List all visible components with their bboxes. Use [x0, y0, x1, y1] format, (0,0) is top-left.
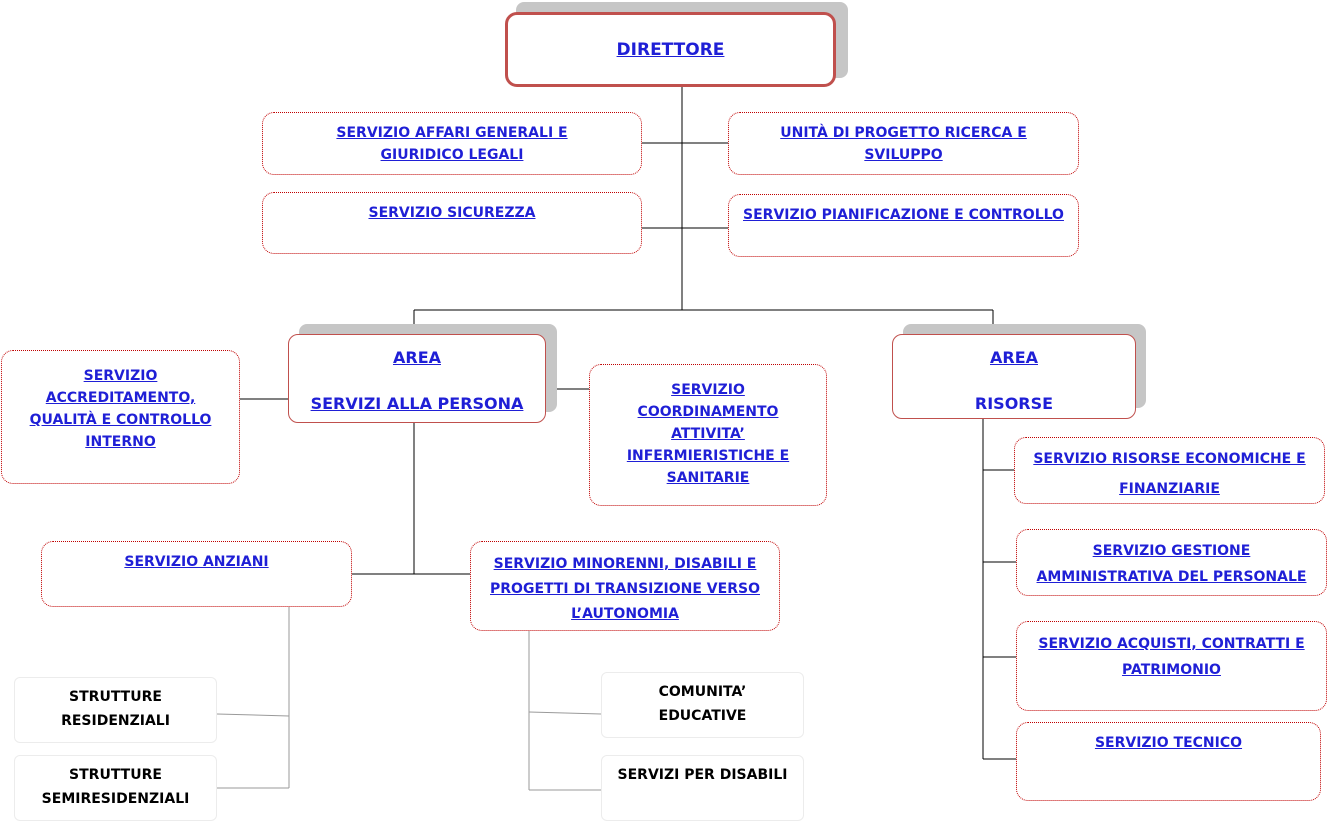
- area-persona-title[interactable]: AREA: [392, 348, 441, 367]
- acquisti-label[interactable]: SERVIZIO ACQUISTI, CONTRATTI E PATRIMONI…: [1038, 636, 1305, 678]
- personale-box[interactable]: SERVIZIO GESTIONE AMMINISTRATIVA DEL PER…: [1016, 529, 1327, 596]
- strutture-semiresidenziali-box: STRUTTURE SEMIRESIDENZIALI: [14, 755, 217, 821]
- area-risorse-title[interactable]: AREA: [989, 348, 1038, 367]
- strutture-residenziali-box: STRUTTURE RESIDENZIALI: [14, 677, 217, 743]
- acquisti-box[interactable]: SERVIZIO ACQUISTI, CONTRATTI E PATRIMONI…: [1016, 621, 1327, 711]
- servizi-disabili-box: SERVIZI PER DISABILI: [601, 755, 804, 821]
- sicurezza-box[interactable]: SERVIZIO SICUREZZA: [262, 192, 642, 254]
- accreditamento-box[interactable]: SERVIZIO ACCREDITAMENTO, QUALITÀ E CONTR…: [1, 350, 240, 484]
- strutture-semiresidenziali-label: STRUTTURE SEMIRESIDENZIALI: [41, 767, 190, 807]
- infermieristiche-label[interactable]: SERVIZIO COORDINAMENTO ATTIVITA’ INFERMI…: [626, 382, 790, 486]
- area-persona-box[interactable]: AREA SERVIZI ALLA PERSONA: [288, 334, 546, 423]
- anziani-label[interactable]: SERVIZIO ANZIANI: [124, 554, 269, 570]
- area-risorse-box[interactable]: AREA RISORSE: [892, 334, 1136, 419]
- minorenni-label[interactable]: SERVIZIO MINORENNI, DISABILI E PROGETTI …: [490, 556, 760, 622]
- comunita-educative-box: COMUNITA’ EDUCATIVE: [601, 672, 804, 738]
- infermieristiche-box[interactable]: SERVIZIO COORDINAMENTO ATTIVITA’ INFERMI…: [589, 364, 827, 506]
- ricerca-sviluppo-label[interactable]: UNITÀ DI PROGETTO RICERCA E SVILUPPO: [780, 125, 1027, 163]
- director-box[interactable]: DIRETTORE: [505, 12, 836, 87]
- director-label[interactable]: DIRETTORE: [616, 39, 725, 60]
- affari-generali-label[interactable]: SERVIZIO AFFARI GENERALI E GIURIDICO LEG…: [336, 125, 568, 163]
- tecnico-label[interactable]: SERVIZIO TECNICO: [1094, 735, 1243, 751]
- area-persona-subtitle[interactable]: SERVIZI ALLA PERSONA: [310, 394, 524, 413]
- accreditamento-label[interactable]: SERVIZIO ACCREDITAMENTO, QUALITÀ E CONTR…: [29, 368, 212, 450]
- minorenni-box[interactable]: SERVIZIO MINORENNI, DISABILI E PROGETTI …: [470, 541, 780, 631]
- personale-label[interactable]: SERVIZIO GESTIONE AMMINISTRATIVA DEL PER…: [1036, 543, 1307, 585]
- sicurezza-label[interactable]: SERVIZIO SICUREZZA: [368, 205, 536, 221]
- affari-generali-box[interactable]: SERVIZIO AFFARI GENERALI E GIURIDICO LEG…: [262, 112, 642, 175]
- anziani-box[interactable]: SERVIZIO ANZIANI: [41, 541, 352, 607]
- ricerca-sviluppo-box[interactable]: UNITÀ DI PROGETTO RICERCA E SVILUPPO: [728, 112, 1079, 175]
- pianificazione-label[interactable]: SERVIZIO PIANIFICAZIONE E CONTROLLO: [743, 207, 1064, 223]
- area-risorse-subtitle: RISORSE: [974, 394, 1054, 413]
- risorse-economiche-box[interactable]: SERVIZIO RISORSE ECONOMICHE E FINANZIARI…: [1014, 437, 1325, 504]
- tecnico-box[interactable]: SERVIZIO TECNICO: [1016, 722, 1321, 801]
- strutture-residenziali-label: STRUTTURE RESIDENZIALI: [61, 689, 170, 729]
- comunita-educative-label: COMUNITA’ EDUCATIVE: [658, 684, 747, 724]
- servizi-disabili-label: SERVIZI PER DISABILI: [617, 767, 788, 783]
- pianificazione-box[interactable]: SERVIZIO PIANIFICAZIONE E CONTROLLO: [728, 194, 1079, 257]
- risorse-economiche-label[interactable]: SERVIZIO RISORSE ECONOMICHE E FINANZIARI…: [1033, 451, 1306, 497]
